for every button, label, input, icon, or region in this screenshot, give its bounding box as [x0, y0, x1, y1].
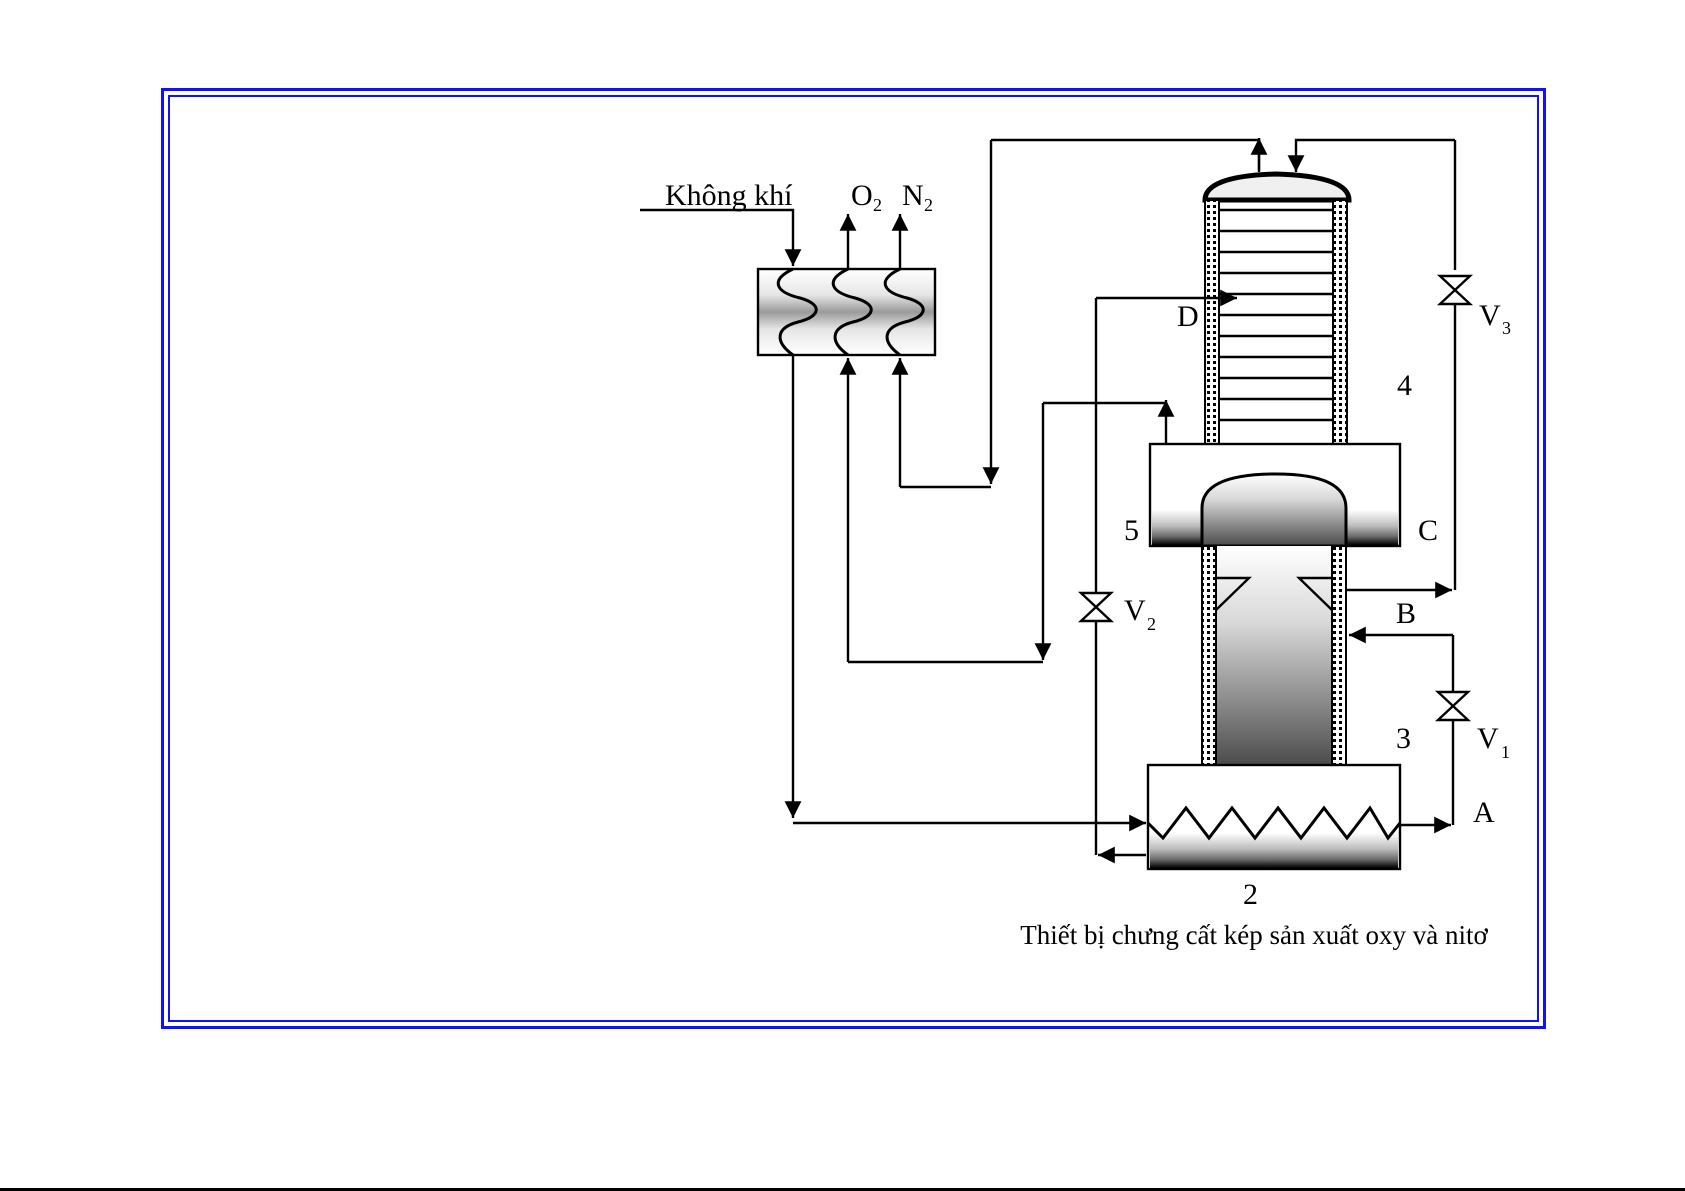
nitrogen-top-line	[991, 138, 1261, 170]
page-frame-outer	[161, 88, 1546, 1029]
hx-coil-2	[831, 267, 873, 357]
heat-exchanger-body	[756, 267, 937, 357]
component-2-label: 2	[1243, 878, 1258, 911]
upper-column-4	[1202, 171, 1352, 447]
upper-column-trays	[1219, 208, 1333, 422]
air-inlet: Không khí	[640, 179, 802, 266]
component-3-label: 3	[1396, 722, 1411, 755]
valve-v1-subscript: 1	[1501, 742, 1510, 762]
lower-column-3	[1201, 545, 1347, 768]
valve-v3-label: V	[1479, 299, 1501, 332]
upper-column-cap	[1202, 171, 1352, 203]
point-a-label: A	[1473, 796, 1495, 829]
valve-v2[interactable]: V 2	[1077, 591, 1156, 634]
condenser-dome	[1200, 472, 1348, 548]
oxygen-subscript: 2	[873, 195, 882, 215]
upper-column-left-wall	[1204, 199, 1220, 447]
lower-column-interior	[1216, 546, 1332, 767]
point-b-label: B	[1396, 597, 1416, 630]
point-d-label: D	[1177, 300, 1199, 333]
upper-column-right-wall	[1332, 199, 1348, 447]
boiler-heating-coil	[1146, 805, 1402, 841]
boiler-liquid	[1150, 833, 1398, 868]
valve-v1-label: V	[1477, 722, 1499, 755]
valve-v1[interactable]: V 1	[1434, 690, 1510, 762]
hx-coil-3	[883, 267, 925, 357]
lower-column-baffle-right	[1296, 576, 1333, 611]
hx-coil-1	[776, 267, 818, 357]
valve-v3[interactable]: V 3	[1436, 274, 1511, 338]
air-inlet-line	[640, 208, 802, 266]
valve-v2-icon[interactable]	[1077, 591, 1115, 623]
valve-v3-subscript: 3	[1502, 318, 1511, 338]
bottom-rule	[0, 1188, 1685, 1191]
lower-column-right-wall	[1331, 545, 1347, 768]
oxygen-outlet: O 2	[839, 179, 882, 269]
point-c-label: C	[1418, 514, 1438, 547]
oxygen-label: O	[851, 179, 873, 212]
valve-v1-icon[interactable]	[1434, 690, 1472, 722]
boiler-2	[1146, 763, 1402, 871]
reflux-top-line	[1287, 138, 1455, 172]
component-4-label: 4	[1397, 369, 1412, 402]
page-frame-inner	[168, 95, 1539, 1022]
lower-column-left-wall	[1201, 545, 1217, 768]
condenser-5	[1148, 442, 1402, 548]
nitrogen-outlet: N 2	[891, 179, 933, 269]
valve-v3-icon[interactable]	[1436, 274, 1474, 306]
nitrogen-label: N	[902, 179, 924, 212]
nitrogen-subscript: 2	[924, 195, 933, 215]
valve-v2-label: V	[1124, 594, 1146, 627]
lower-column-baffle-left	[1215, 576, 1252, 611]
valve-v2-subscript: 2	[1147, 614, 1156, 634]
heat-exchanger	[756, 267, 937, 357]
component-5-label: 5	[1124, 514, 1139, 547]
diagram-caption: Thiết bị chưng cất kép sản xuất oxy và n…	[1020, 920, 1488, 950]
air-label: Không khí	[665, 179, 793, 212]
